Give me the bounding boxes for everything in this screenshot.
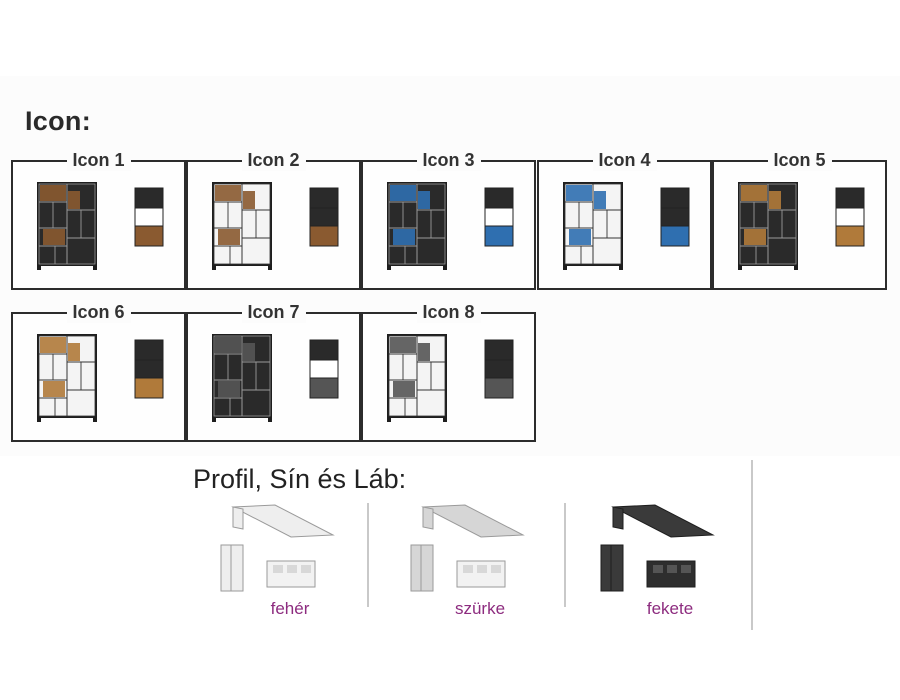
decor-panel	[769, 191, 781, 209]
wardrobe-illustration	[37, 334, 97, 422]
icon-option-label: Icon 6	[66, 301, 131, 323]
icon-option-7[interactable]: Icon 7	[186, 301, 361, 442]
color-swatch	[134, 339, 164, 399]
color-swatch	[484, 339, 514, 399]
profile-rail-foot-illustration	[410, 504, 525, 592]
decor-panel	[218, 381, 240, 397]
wardrobe-illustration	[37, 182, 97, 270]
decor-panel	[393, 229, 415, 245]
icon-option-label: Icon 8	[416, 301, 481, 323]
profil-option-label: szürke	[454, 599, 506, 618]
decor-panel	[68, 343, 80, 361]
decor-panel	[566, 185, 592, 201]
decor-panel	[390, 337, 416, 353]
decor-panel	[741, 185, 767, 201]
decor-panel	[40, 337, 66, 353]
divider	[751, 460, 753, 630]
profil-option-label: fehér	[270, 599, 310, 618]
icon-option-label: Icon 4	[592, 149, 657, 171]
wardrobe-illustration	[563, 182, 623, 270]
icon-option-8[interactable]: Icon 8	[361, 301, 536, 442]
decor-panel	[68, 191, 80, 209]
profil-option-1[interactable]: fehér	[215, 495, 365, 625]
icon-option-label: Icon 1	[66, 149, 131, 171]
decor-panel	[215, 337, 241, 353]
decor-panel	[243, 191, 255, 209]
wardrobe-illustration	[387, 334, 447, 422]
profile-rail-foot-illustration	[600, 504, 715, 592]
wardrobe-illustration	[212, 182, 272, 270]
decor-panel	[40, 185, 66, 201]
decor-panel	[215, 185, 241, 201]
color-swatch	[484, 187, 514, 247]
color-swatch	[309, 187, 339, 247]
color-swatch	[660, 187, 690, 247]
decor-panel	[243, 343, 255, 361]
profil-option-3[interactable]: fekete	[595, 495, 745, 625]
icon-option-label: Icon 3	[416, 149, 481, 171]
color-swatch	[309, 339, 339, 399]
color-swatch	[134, 187, 164, 247]
icon-option-5[interactable]: Icon 5	[712, 149, 887, 290]
wardrobe-illustration	[212, 334, 272, 422]
decor-panel	[744, 229, 766, 245]
icon-option-2[interactable]: Icon 2	[186, 149, 361, 290]
icon-option-4[interactable]: Icon 4	[537, 149, 712, 290]
wardrobe-illustration	[387, 182, 447, 270]
profil-option-label: fekete	[646, 599, 694, 618]
decor-panel	[43, 229, 65, 245]
icon-option-6[interactable]: Icon 6	[11, 301, 186, 442]
decor-panel	[569, 229, 591, 245]
icon-option-label: Icon 7	[241, 301, 306, 323]
decor-panel	[43, 381, 65, 397]
decor-panel	[218, 229, 240, 245]
icon-option-1[interactable]: Icon 1	[11, 149, 186, 290]
decor-panel	[390, 185, 416, 201]
icon-section-title: Icon:	[25, 106, 91, 136]
divider	[367, 503, 369, 607]
icon-option-label: Icon 5	[767, 149, 832, 171]
profil-section-title: Profil, Sín és Láb:	[193, 464, 407, 494]
divider	[564, 503, 566, 607]
icon-option-3[interactable]: Icon 3	[361, 149, 536, 290]
profile-rail-foot-illustration	[220, 504, 335, 592]
profil-panel	[148, 460, 753, 632]
decor-panel	[393, 381, 415, 397]
wardrobe-illustration	[738, 182, 798, 270]
icon-option-label: Icon 2	[241, 149, 306, 171]
profil-option-2[interactable]: szürke	[405, 495, 555, 625]
decor-panel	[418, 191, 430, 209]
decor-panel	[594, 191, 606, 209]
decor-panel	[418, 343, 430, 361]
color-swatch	[835, 187, 865, 247]
